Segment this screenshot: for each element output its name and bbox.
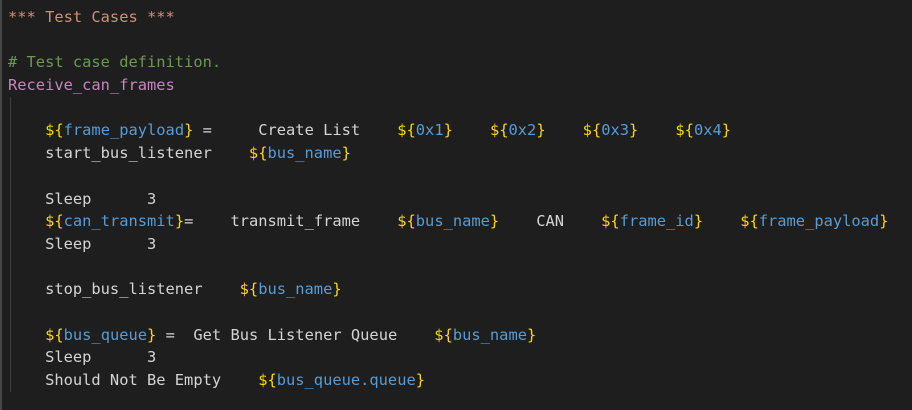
variable-brace-token: } bbox=[629, 121, 639, 140]
variable-brace-token: } bbox=[147, 325, 157, 344]
code-line[interactable]: ${frame_payload} = Create List ${0x1} ${… bbox=[8, 119, 912, 142]
variable-brace-token: ${ bbox=[248, 144, 268, 163]
variable-brace-token: } bbox=[489, 212, 500, 231]
code-token bbox=[8, 121, 45, 139]
variable-brace-token: } bbox=[184, 121, 194, 140]
variable-brace-token: } bbox=[443, 121, 453, 140]
code-line[interactable]: Sleep 3 bbox=[8, 233, 912, 256]
variable-brace-token: ${ bbox=[397, 212, 416, 231]
code-token bbox=[8, 212, 45, 230]
variable-brace-token: ${ bbox=[45, 325, 64, 344]
code-token: = Get Bus Listener Queue bbox=[156, 325, 435, 344]
variable-brace-token: ${ bbox=[239, 280, 259, 299]
variable-token: bus_queue bbox=[63, 325, 148, 344]
code-token: stop_bus_listener bbox=[8, 280, 240, 299]
variable-token: bus_name bbox=[267, 144, 342, 163]
comment-token: # Test case definition. bbox=[8, 53, 222, 72]
variable-brace-token: } bbox=[526, 325, 537, 344]
section-header-token: *** Test Cases *** bbox=[8, 8, 175, 26]
variable-brace-token: ${ bbox=[45, 121, 64, 140]
variable-brace-token: ${ bbox=[434, 325, 453, 344]
code-line[interactable]: ${can_transmit}= transmit_frame ${bus_na… bbox=[8, 210, 912, 233]
code-token bbox=[638, 121, 675, 139]
code-line[interactable]: *** Test Cases *** bbox=[8, 6, 912, 29]
code-token: Sleep 3 bbox=[8, 348, 157, 367]
variable-brace-token: ${ bbox=[675, 121, 694, 140]
variable-brace-token: } bbox=[879, 212, 889, 231]
code-line[interactable] bbox=[8, 256, 912, 279]
code-token: Sleep 3 bbox=[8, 234, 157, 253]
code-line[interactable]: stop_bus_listener ${bus_name} bbox=[8, 278, 912, 301]
code-token: = transmit_frame bbox=[184, 212, 398, 231]
code-line[interactable]: ${bus_queue} = Get Bus Listener Queue ${… bbox=[8, 324, 912, 347]
code-token bbox=[546, 121, 583, 139]
variable-brace-token: ${ bbox=[601, 212, 620, 231]
variable-brace-token: } bbox=[341, 144, 351, 163]
code-line[interactable]: Receive_can_frames bbox=[8, 74, 912, 97]
testcase-name-token: Receive_can_frames bbox=[8, 76, 175, 95]
code-token: Sleep 3 bbox=[8, 189, 157, 208]
code-area[interactable]: *** Test Cases *** # Test case definition… bbox=[8, 6, 912, 392]
variable-brace-token: ${ bbox=[45, 212, 64, 231]
variable-brace-token: ${ bbox=[740, 212, 759, 231]
code-line[interactable] bbox=[8, 301, 912, 324]
variable-token: 0x3 bbox=[601, 121, 630, 140]
variable-brace-token: } bbox=[174, 212, 185, 231]
code-line[interactable] bbox=[8, 97, 912, 120]
code-token bbox=[453, 121, 490, 139]
variable-token: 0x1 bbox=[415, 121, 444, 140]
code-line[interactable]: Sleep 3 bbox=[8, 188, 912, 211]
variable-token: can_transmit bbox=[63, 212, 175, 231]
variable-token: bus_name bbox=[452, 325, 527, 344]
code-token bbox=[703, 212, 740, 230]
variable-token: frame_id bbox=[619, 212, 694, 231]
code-token: Should Not Be Empty bbox=[8, 371, 259, 389]
variable-token: 0x4 bbox=[693, 121, 722, 140]
code-token: = Create List bbox=[193, 121, 398, 140]
variable-brace-token: } bbox=[415, 371, 426, 389]
variable-brace-token: ${ bbox=[258, 371, 277, 389]
variable-token: bus_queue.queue bbox=[276, 371, 416, 389]
code-token: start_bus_listener bbox=[8, 144, 249, 163]
code-line[interactable] bbox=[8, 165, 912, 188]
variable-token: bus_name bbox=[258, 280, 333, 299]
variable-brace-token: ${ bbox=[582, 121, 602, 140]
variable-brace-token: } bbox=[332, 280, 342, 299]
code-line[interactable]: start_bus_listener ${bus_name} bbox=[8, 142, 912, 165]
code-line[interactable]: # Test case definition. bbox=[8, 51, 912, 74]
code-line[interactable]: Should Not Be Empty ${bus_queue.queue} bbox=[8, 369, 912, 392]
code-line[interactable]: Sleep 3 bbox=[8, 346, 912, 369]
code-token bbox=[8, 326, 45, 344]
variable-brace-token: } bbox=[693, 212, 704, 231]
variable-token: 0x2 bbox=[508, 121, 537, 140]
variable-token: frame_payload bbox=[758, 212, 880, 231]
variable-brace-token: ${ bbox=[397, 121, 416, 140]
variable-token: frame_payload bbox=[63, 121, 185, 140]
code-token: CAN bbox=[499, 212, 602, 231]
variable-token: bus_name bbox=[415, 212, 490, 231]
variable-brace-token: ${ bbox=[489, 121, 509, 140]
variable-brace-token: } bbox=[721, 121, 732, 140]
variable-brace-token: } bbox=[536, 121, 546, 140]
code-line[interactable] bbox=[8, 29, 912, 52]
